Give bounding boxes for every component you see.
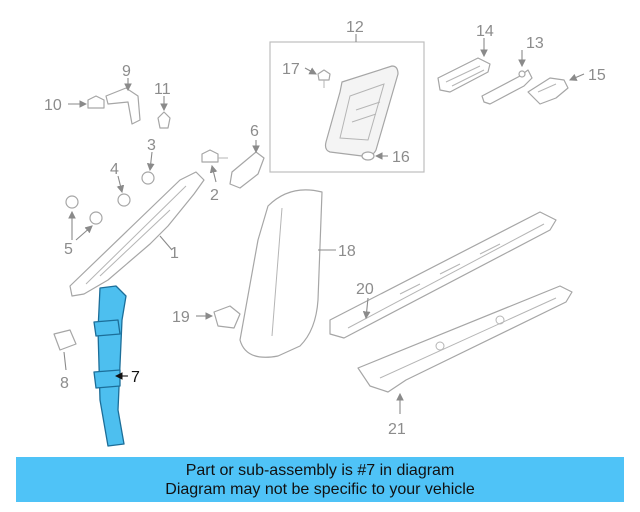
callout-8: 8: [60, 375, 69, 392]
callout-11: 11: [154, 81, 171, 98]
callout-19: 19: [172, 309, 190, 326]
part-15-clip: [527, 77, 569, 105]
part-20-sill-plate: [329, 211, 557, 339]
part-16-clip: [361, 151, 375, 161]
callout-6: 6: [250, 123, 259, 140]
callout-3: 3: [147, 137, 156, 154]
info-banner: Part or sub-assembly is #7 in diagram Di…: [16, 457, 624, 502]
part-2-bolt: [201, 149, 228, 163]
callout-20: 20: [356, 281, 374, 298]
callout-1: 1: [170, 245, 179, 262]
part-18-b-pillar-trim: [239, 189, 323, 358]
part-12-pillar-trim: [324, 65, 399, 157]
part-5-clips: [65, 195, 103, 225]
part-1-a-pillar-trim: [69, 171, 205, 297]
callout-2: 2: [210, 187, 219, 204]
banner-line-disclaimer: Diagram may not be specific to your vehi…: [165, 481, 475, 498]
part-10-screw: [87, 95, 105, 109]
part-3-clip: [141, 171, 155, 185]
callout-10: 10: [44, 97, 62, 114]
callout-18: 18: [338, 243, 356, 260]
part-13-bracket: [481, 69, 533, 105]
callout-15: 15: [588, 67, 606, 84]
part-19-bracket: [213, 305, 241, 329]
banner-line-part-info: Part or sub-assembly is #7 in diagram: [185, 462, 455, 479]
part-17-screw: [317, 69, 331, 88]
callout-7: 7: [131, 369, 140, 386]
callout-5: 5: [64, 241, 73, 258]
part-8-clip: [53, 329, 77, 351]
part-14-trim-piece: [437, 57, 491, 93]
callout-9: 9: [122, 63, 131, 80]
part-12-frame: [269, 41, 425, 173]
callout-14: 14: [476, 23, 494, 40]
callout-13: 13: [526, 35, 544, 52]
callout-16: 16: [392, 149, 410, 166]
callout-17: 17: [282, 61, 300, 78]
part-9-bracket: [105, 87, 141, 125]
part-4-clip: [117, 193, 131, 207]
callout-12: 12: [346, 19, 364, 36]
callout-21: 21: [388, 421, 406, 438]
callout-4: 4: [110, 161, 119, 178]
part-21-reinforcement: [357, 285, 573, 393]
part-6-trim-piece: [229, 151, 265, 189]
part-7-highlighted-pillar-trim: [93, 285, 127, 447]
part-11-clip: [157, 111, 171, 129]
